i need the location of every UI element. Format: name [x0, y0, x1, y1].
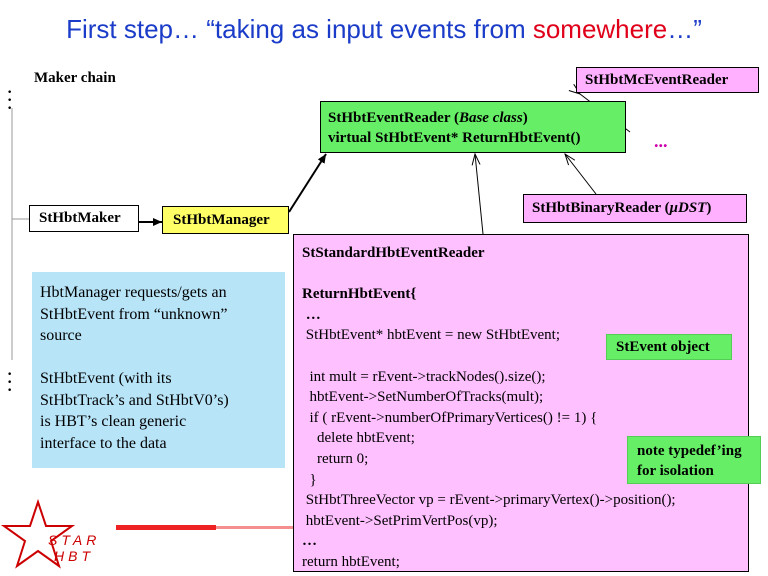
- arrow-standard-to-reader: [475, 154, 484, 235]
- logo-red-bar-fade: [216, 526, 293, 529]
- code-line: …: [302, 533, 317, 550]
- typedef-line2: for isolation: [637, 463, 714, 479]
- note-line: StHbtEvent from “unknown”: [40, 305, 228, 323]
- title-main: First step… “taking as input events from: [66, 14, 533, 44]
- code-line: int mult = rEvent->trackNodes().size();: [302, 368, 546, 385]
- note-line: is HBT’s clean generic: [40, 413, 187, 430]
- note-line: HbtManager requests/gets an: [40, 284, 227, 301]
- star-logo-outline: [0, 498, 76, 569]
- code-line: return 0;: [302, 450, 369, 467]
- code-line: if ( rEvent->numberOfPrimaryVertices() !…: [302, 409, 598, 426]
- code-line: delete hbtEvent;: [302, 430, 415, 447]
- code-line: }: [302, 471, 317, 488]
- standard-reader-title: StStandardHbtEventReader: [302, 245, 485, 261]
- st-hbt-binary-reader-box: StHbtBinaryReader (μDST): [523, 194, 747, 223]
- logo-red-bar: [116, 525, 216, 530]
- st-hbt-mc-event-reader-box: StHbtMcEventReader: [576, 67, 759, 93]
- standard-reader-func: ReturnHbtEvent{: [302, 286, 417, 303]
- reader-line2: virtual StHbtEvent* ReturnHbtEvent(): [328, 130, 581, 146]
- code-line: StHbtThreeVector vp = rEvent->primaryVer…: [302, 492, 676, 509]
- typedef-note-label: note typedef’ing for isolation: [627, 436, 761, 484]
- code-line: hbtEvent->SetPrimVertPos(vp);: [302, 512, 498, 529]
- note-line: source: [40, 327, 82, 344]
- reader-line1: StHbtEventReader (Base class): [328, 110, 528, 126]
- code-line: …: [302, 306, 321, 323]
- maker-chain-label: Maker chain: [34, 70, 116, 86]
- top-vertical-dots: ···: [6, 79, 14, 120]
- mu-symbol: μ: [669, 200, 678, 216]
- st-hbt-maker-box: StHbtMaker: [29, 205, 139, 232]
- code-line: StHbtEvent* hbtEvent = new StHbtEvent;: [302, 327, 561, 344]
- slide-title: First step… “taking as input events from…: [0, 14, 768, 45]
- note-line: [40, 347, 285, 369]
- hbt-manager-note: HbtManager requests/gets an StHbtEvent f…: [32, 272, 285, 468]
- more-readers-ellipsis: ...: [654, 131, 668, 151]
- logo-star-text: STAR: [48, 532, 101, 548]
- title-tail: …”: [667, 14, 702, 44]
- st-hbt-manager-box: StHbtManager: [162, 206, 289, 234]
- typedef-line1: note typedef’ing: [637, 443, 742, 459]
- arrow-binary-to-reader: [565, 154, 597, 195]
- st-standard-hbt-event-reader-box: StStandardHbtEventReader ReturnHbtEvent{…: [293, 234, 749, 572]
- code-line: hbtEvent->SetNumberOfTracks(mult);: [302, 389, 544, 406]
- bottom-vertical-dots: ···: [6, 361, 14, 402]
- note-line: StHbtEvent (with its: [40, 370, 172, 387]
- code-line: return hbtEvent;: [302, 553, 400, 570]
- reader-base-class: Base class: [458, 110, 523, 126]
- title-highlight: somewhere: [532, 14, 668, 44]
- note-line: StHbtTrack’s and StHbtV0’s): [40, 391, 229, 409]
- dst-text: DST: [677, 200, 707, 216]
- st-hbt-event-reader-box: StHbtEventReader (Base class) virtual St…: [320, 101, 626, 153]
- arrow-manager-to-reader: [288, 153, 327, 213]
- stevent-object-label: StEvent object: [606, 334, 732, 360]
- note-line: interface to the data: [40, 434, 167, 452]
- logo-hbt-text: HBT: [54, 548, 94, 564]
- star-hbt-logo: STAR HBT: [48, 532, 100, 564]
